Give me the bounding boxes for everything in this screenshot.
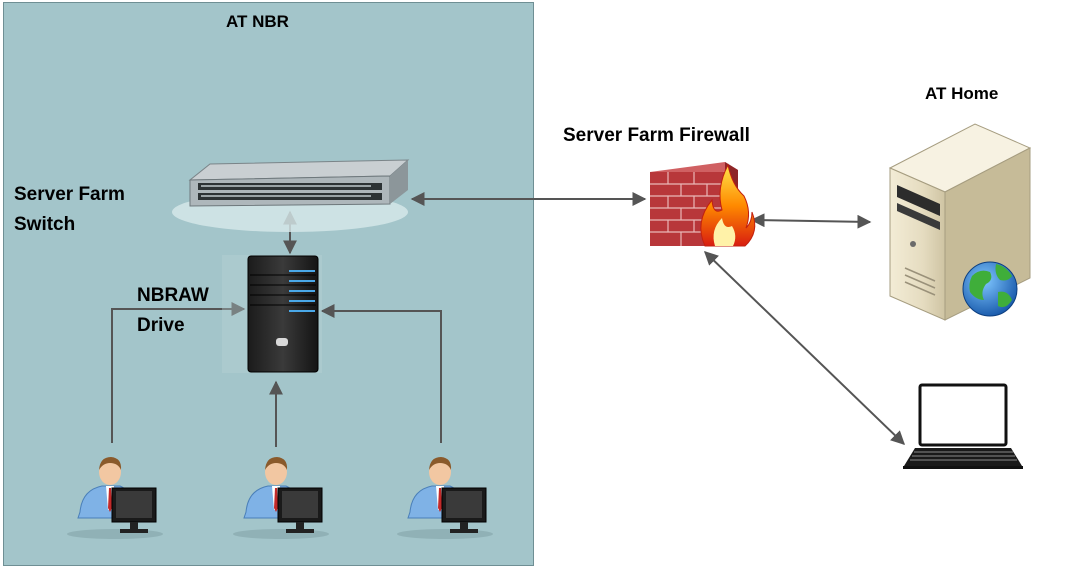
link-firewall-laptop [703,251,906,445]
drive-label-line1: NBRAW [137,285,209,306]
drive-label: NBRAW Drive [137,281,247,341]
switch-label-line2: Switch [14,214,76,235]
link-firewall-home-server [750,213,872,229]
network-switch-icon [172,159,410,232]
laptop-icon [903,383,1023,469]
server-tower-icon [222,255,322,373]
user-workstation-icon-3 [397,457,493,539]
zone-title-at-home: AT Home [925,84,999,103]
firewall-icon [650,162,756,247]
link-user1-server [111,302,246,443]
zone-title-at-nbr: AT NBR [226,12,289,31]
connectors [111,192,906,447]
firewall-label: Server Farm Firewall [563,125,750,146]
user-workstation-icon-1 [67,457,163,539]
web-server-icon [888,123,1032,321]
switch-label-line1: Server Farm [14,184,125,205]
drive-label-line2: Drive [137,315,185,336]
link-user3-server [320,304,442,443]
user-workstation-icon-2 [233,457,329,539]
